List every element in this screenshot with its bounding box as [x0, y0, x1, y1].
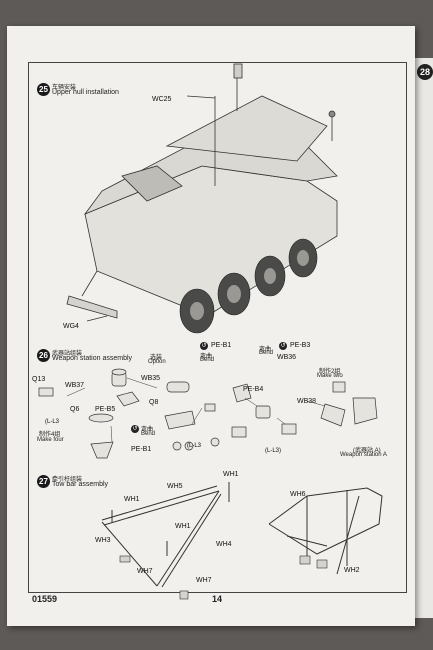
kit-code: 01559 [32, 594, 58, 604]
step-25-title-en: Upper hull installation [52, 89, 119, 96]
lr-note-2: (L-L3 [187, 443, 202, 449]
bend-en-2: Bend [259, 350, 274, 356]
step-26-title-cn: 武器站组装 [52, 351, 83, 357]
step-27-title-en: Tow bar assembly [52, 481, 109, 488]
option-en: Option [148, 359, 166, 365]
label-q8: Q8 [149, 399, 159, 406]
label-wh4: WH4 [216, 541, 232, 548]
page-number: 14 [212, 594, 223, 604]
step-26-number: 26 [37, 349, 50, 362]
step-25-title-cn: 车辆安装 [52, 85, 77, 91]
label-wb36: WB36 [277, 354, 297, 361]
label-pe-b5: PE-B5 [95, 406, 116, 413]
next-step-number: 28 [417, 64, 433, 80]
label-wh3: WH3 [95, 537, 111, 544]
label-wh2: WH2 [344, 567, 360, 574]
label-wb35: WB35 [141, 375, 161, 382]
weapon-a-en: Weapon station A [340, 452, 387, 458]
label-pe-b3: PE-B3 [290, 342, 311, 349]
step-26-title-en: Weapon station assembly [52, 355, 133, 362]
bend-icon-3: ↺ [131, 425, 139, 433]
label-wh1-b: WH1 [223, 471, 239, 478]
weapon-a-cn: (武器站 A) [353, 448, 381, 454]
label-wh1-a: WH1 [124, 496, 140, 503]
instruction-page: 25 车辆安装 Upper hull installation [7, 26, 415, 626]
step-25-number: 25 [37, 83, 50, 96]
label-wh1-c: WH1 [175, 523, 191, 530]
label-wh7-b: WH7 [196, 577, 212, 584]
label-wb37: WB37 [65, 382, 85, 389]
bend-icon-2: ↺ [279, 342, 287, 350]
bend-en: Bend [200, 357, 215, 363]
steps-frame [28, 62, 407, 593]
label-wh6: WH6 [290, 491, 306, 498]
label-wh7-a: WH7 [137, 568, 153, 575]
label-wc25: WC25 [152, 96, 172, 103]
step-27-title-cn: 牵引杆组装 [52, 477, 83, 483]
label-pe-b1: PE-B1 [131, 446, 152, 453]
label-pe-b2: PE-B1 [211, 342, 232, 349]
make-four-cn: 制作4组 [39, 432, 61, 438]
make-two-en: Make two [317, 373, 343, 379]
make-two-cn: 制作2组 [319, 369, 341, 375]
bend-cn: 弯曲 [200, 354, 213, 360]
step-27-number: 27 [37, 475, 50, 488]
lr-note-1: (L-L3 [45, 419, 60, 425]
bend-en-3: Bend [141, 431, 156, 437]
label-wh5: WH5 [167, 483, 183, 490]
bend-icon: ↺ [200, 342, 208, 350]
make-four-en: Make four [37, 437, 64, 443]
option-cn: 选装 [150, 355, 163, 361]
label-wb38: WB38 [297, 398, 317, 405]
label-q13: Q13 [32, 376, 46, 383]
hull-illustration [38, 63, 383, 600]
label-pe-b4: PE-B4 [243, 386, 264, 393]
label-q6: Q6 [70, 406, 80, 413]
adjacent-page: 28 [412, 58, 433, 618]
lr-note-3: (L-L3) [265, 448, 282, 454]
bend-cn-2: 弯曲 [259, 347, 272, 353]
bend-cn-3: 弯曲 [141, 427, 154, 433]
label-wg4: WG4 [63, 323, 79, 330]
